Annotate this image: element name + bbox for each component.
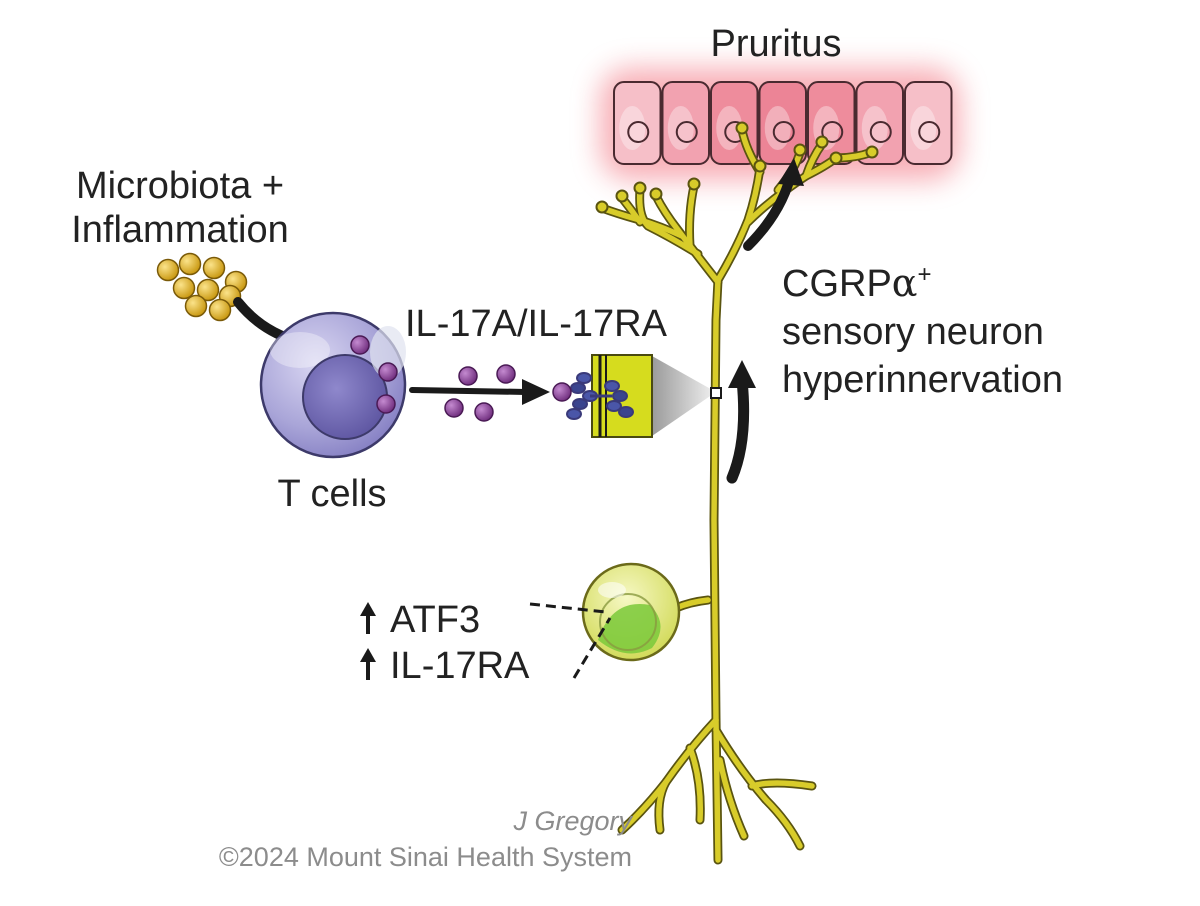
microbe xyxy=(156,258,180,282)
microbiota-label-line2: Inflammation xyxy=(71,209,289,251)
microbiota-cluster xyxy=(156,252,248,322)
artist-credit: J Gregory xyxy=(512,806,633,836)
nerve-branch xyxy=(656,779,669,833)
microbe xyxy=(202,256,226,280)
nerve-ending xyxy=(865,145,879,159)
cytokine-particle xyxy=(376,394,396,414)
soma-pointer-lines xyxy=(529,602,612,679)
atf3-up-icon xyxy=(360,602,376,634)
cytokine-particle xyxy=(496,364,516,384)
neuron-label-line1: CGRPα+ xyxy=(782,261,931,305)
skin-cell xyxy=(904,81,953,165)
neuron-soma xyxy=(581,562,681,662)
cytokine-label: IL-17A/IL-17RA xyxy=(405,303,668,345)
cytokine-particle xyxy=(458,366,478,386)
microbiota-label-line1: Microbiota + xyxy=(76,165,284,207)
neuron-label-alpha: α xyxy=(892,261,918,305)
skin-cell xyxy=(661,81,710,165)
nerve-ending xyxy=(829,151,843,165)
nerve-ending xyxy=(735,121,749,135)
nerve-ending xyxy=(687,177,701,191)
cytokine-signal-arrow xyxy=(409,379,550,405)
t-cells-label: T cells xyxy=(277,473,386,515)
atf3-label: ATF3 xyxy=(390,599,480,641)
nerve-ending xyxy=(633,181,647,195)
neuron-label-cgrp: CGRP xyxy=(782,263,892,305)
copyright-notice: ©2024 Mount Sinai Health System xyxy=(219,842,632,872)
skin-epithelium xyxy=(600,68,960,180)
pruritus-arrow xyxy=(743,158,804,251)
nerve-ending xyxy=(649,187,663,201)
skin-cell xyxy=(613,81,662,165)
nerve-branch xyxy=(717,757,747,839)
nerve-ending xyxy=(815,135,829,149)
cytokine-particle xyxy=(350,335,370,355)
microbe xyxy=(208,298,232,322)
zoom-cone xyxy=(652,356,716,436)
microbe xyxy=(184,294,208,318)
neuron-label-line2: sensory neuron xyxy=(782,311,1044,353)
t-cell xyxy=(259,311,407,459)
neuron-label-line3: hyperinnervation xyxy=(782,359,1063,401)
nerve-branch xyxy=(636,187,701,257)
cytokine-particle xyxy=(474,402,494,422)
nerve-ending xyxy=(615,189,629,203)
skin-cell xyxy=(855,81,904,165)
nerve-branch xyxy=(653,193,721,285)
hyperinnervation-arrow xyxy=(726,360,756,484)
neuron-label-plus: + xyxy=(917,261,931,288)
il17ra-label: IL-17RA xyxy=(390,645,530,687)
pruritus-label: Pruritus xyxy=(711,23,842,65)
skin-cell-nucleus xyxy=(821,121,844,143)
nerve-branch-outline xyxy=(713,163,765,285)
nerve-branch xyxy=(711,277,721,863)
skin-cell xyxy=(758,81,807,165)
nerve-branch xyxy=(749,780,815,789)
cytokine-particle xyxy=(378,362,398,382)
sensory-neuron xyxy=(595,121,879,865)
skin-cell-nucleus xyxy=(918,121,941,143)
skin-cell-nucleus xyxy=(675,121,698,143)
nerve-branch xyxy=(687,745,704,823)
nerve-ending xyxy=(595,200,609,214)
microbe xyxy=(178,252,202,276)
nerve-branch xyxy=(686,183,697,249)
nerve-ending xyxy=(793,143,807,157)
il17a-cytokines xyxy=(350,335,516,422)
microbe xyxy=(172,276,196,300)
il17ra-receptor-icon xyxy=(566,372,634,420)
microbe xyxy=(196,278,220,302)
bound-cytokine xyxy=(552,382,572,402)
cytokine-particle xyxy=(444,398,464,418)
soma-nucleus xyxy=(599,593,657,651)
skin-cell-nucleus xyxy=(627,121,650,143)
il17ra-receptor-inset xyxy=(552,354,722,438)
skin-cell-nucleus xyxy=(869,121,892,143)
zoom-box-marker xyxy=(710,387,722,399)
il17ra-up-icon xyxy=(360,648,376,680)
nerve-ending xyxy=(753,159,767,173)
skin-cell-nucleus xyxy=(772,121,795,143)
nerve-branch xyxy=(713,727,803,849)
